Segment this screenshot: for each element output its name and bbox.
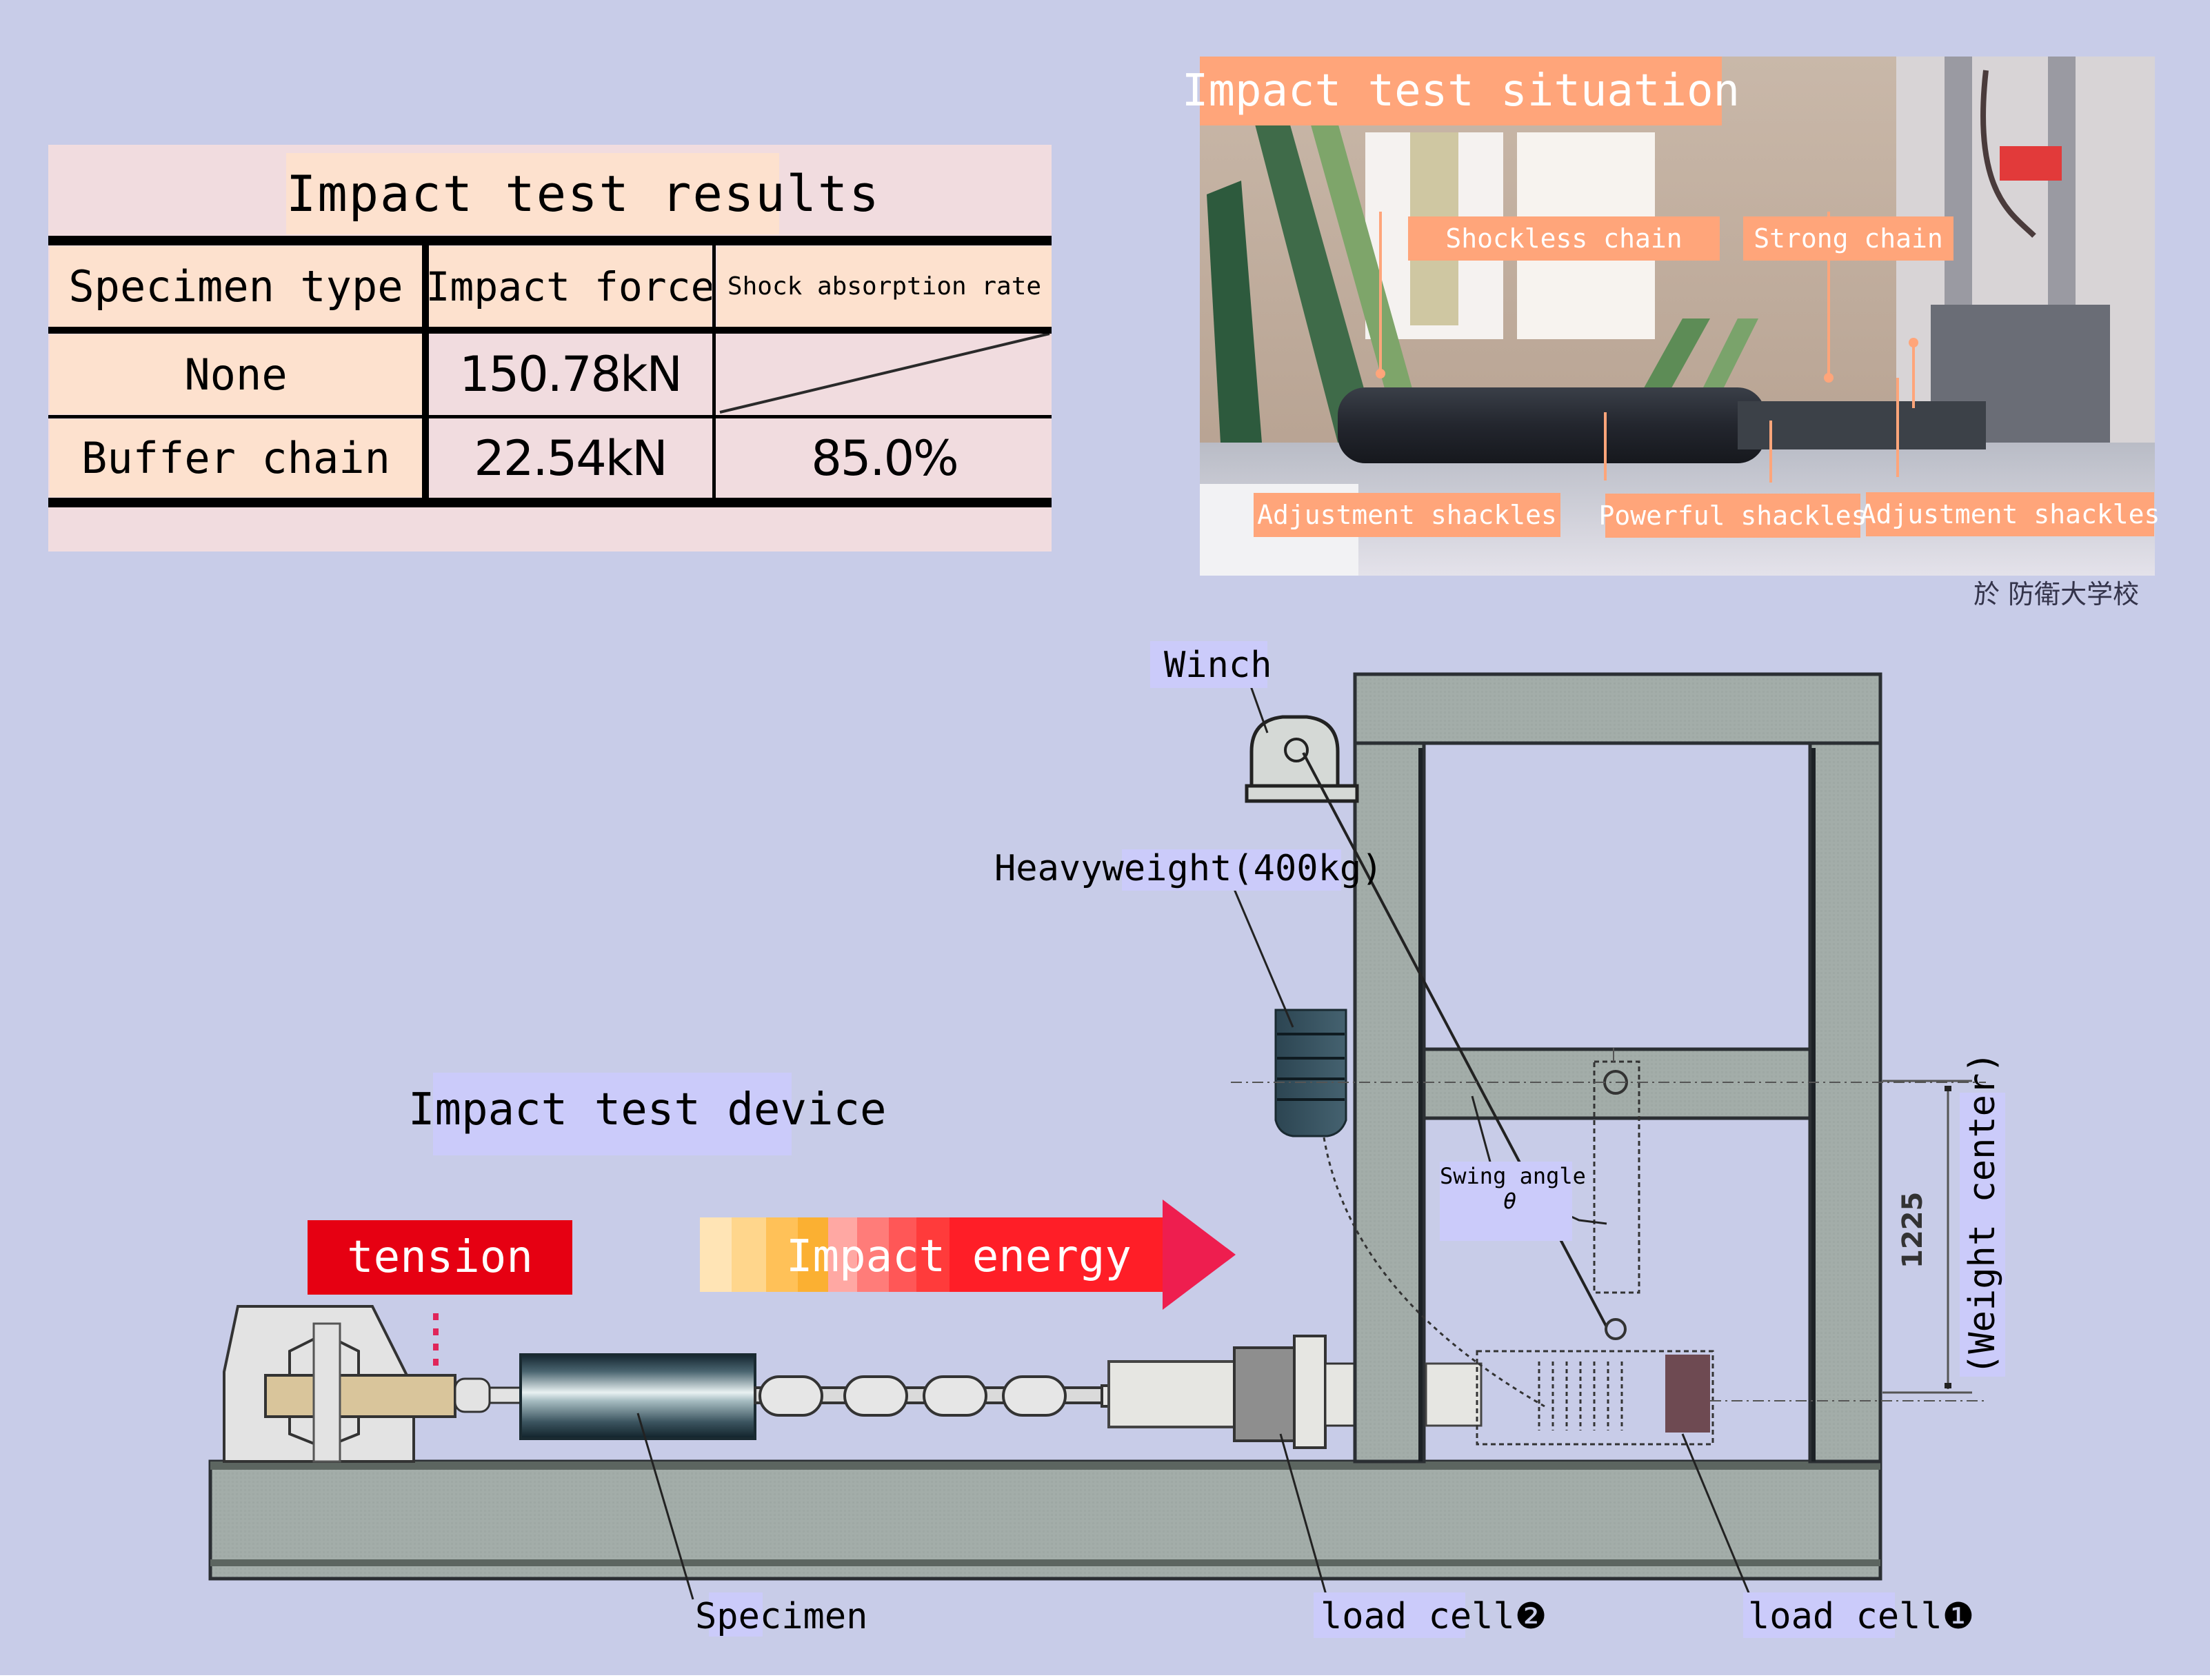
bottom-edge xyxy=(0,1675,2210,1680)
swing-angle-label: Swing angle xyxy=(1440,1163,1586,1189)
swing-angle-label-highlight xyxy=(1440,1162,1572,1241)
table-cell-impact-force: 150.78kN xyxy=(429,334,712,414)
label-adjustment-shackles-right: Adjustment shackles xyxy=(1860,492,2160,536)
tension-label: tension xyxy=(308,1220,572,1295)
weight-center-highlight xyxy=(1960,1093,2005,1377)
table-cell-specimen-type: None xyxy=(50,334,422,414)
frame xyxy=(1353,672,1882,1464)
winch-label: Winch xyxy=(1164,645,1272,686)
empty-cell-diagonal xyxy=(719,332,1050,414)
column-header-impact-force: Impact force xyxy=(429,246,712,327)
heavyweight-label: Heavyweight(400kg) xyxy=(994,848,1383,889)
label-shockless-chain: Shockless chain xyxy=(1408,216,1720,261)
table-cell-impact-force: 22.54kN xyxy=(429,419,712,497)
number-2-icon: ❷ xyxy=(1514,1596,1547,1637)
load-cell-1-block xyxy=(1665,1355,1710,1433)
table-rule xyxy=(48,415,1052,418)
table-column-divider xyxy=(712,240,716,502)
table-rule xyxy=(48,327,1052,334)
label-adjustment-shackles-left: Adjustment shackles xyxy=(1254,493,1560,537)
table-cell-shock-absorption-rate: 85.0% xyxy=(717,419,1052,497)
swing-angle-block: Swing angle θ xyxy=(1440,1163,1586,1214)
number-1-icon: ❶ xyxy=(1942,1596,1975,1637)
heavyweight-label-highlight xyxy=(1122,849,1341,891)
load-cell-1-label: load cell❶ xyxy=(1748,1597,1974,1637)
table-rule xyxy=(48,498,1052,507)
photo-title-tag: Impact test situation xyxy=(1182,57,1740,125)
load-cell-2-assembly xyxy=(1107,1335,1358,1449)
tension-clamp xyxy=(223,1305,456,1463)
load-cell-2-highlight xyxy=(1314,1592,1465,1638)
specimen-label-highlight xyxy=(709,1592,763,1637)
load-cell-2-text: load cell xyxy=(1320,1596,1515,1637)
column-header-specimen-type: Specimen type xyxy=(50,246,422,327)
specimen-cylinder xyxy=(519,1353,756,1440)
swing-angle-theta: θ xyxy=(1503,1188,1517,1214)
photo-credit: 於 防衛大学校 xyxy=(1973,579,2140,609)
weight-center-label: (Weight center) xyxy=(1962,1051,2003,1375)
winch-label-highlight xyxy=(1150,641,1267,688)
specimen-label: Specimen xyxy=(695,1596,868,1637)
base-beam xyxy=(208,1459,1882,1581)
dimension-1225: 1225 xyxy=(1897,1191,1929,1268)
heavyweight xyxy=(1274,1009,1347,1137)
load-cell-1-highlight xyxy=(1743,1592,1895,1638)
label-powerful-shackles: Powerful shackles xyxy=(1599,494,1867,538)
device-title-highlight xyxy=(433,1073,792,1155)
table-column-divider xyxy=(422,240,429,502)
impact-energy-arrow xyxy=(700,1200,1236,1310)
results-title-background xyxy=(286,153,779,234)
column-header-shock-absorption-rate: Shock absorption rate xyxy=(717,246,1052,327)
chain xyxy=(754,1375,1117,1417)
dimension-line xyxy=(1882,1080,1972,1394)
winch xyxy=(1245,715,1359,803)
table-rule xyxy=(48,236,1052,245)
load-cell-1-text: load cell xyxy=(1748,1596,1942,1637)
table-cell-specimen-type: Buffer chain xyxy=(50,419,422,497)
impact-energy-label: Impact energy xyxy=(786,1231,1132,1282)
device-title: Impact test device xyxy=(408,1084,887,1135)
label-strong-chain: Strong chain xyxy=(1743,216,1953,261)
load-cell-2-label: load cell❷ xyxy=(1320,1597,1547,1637)
